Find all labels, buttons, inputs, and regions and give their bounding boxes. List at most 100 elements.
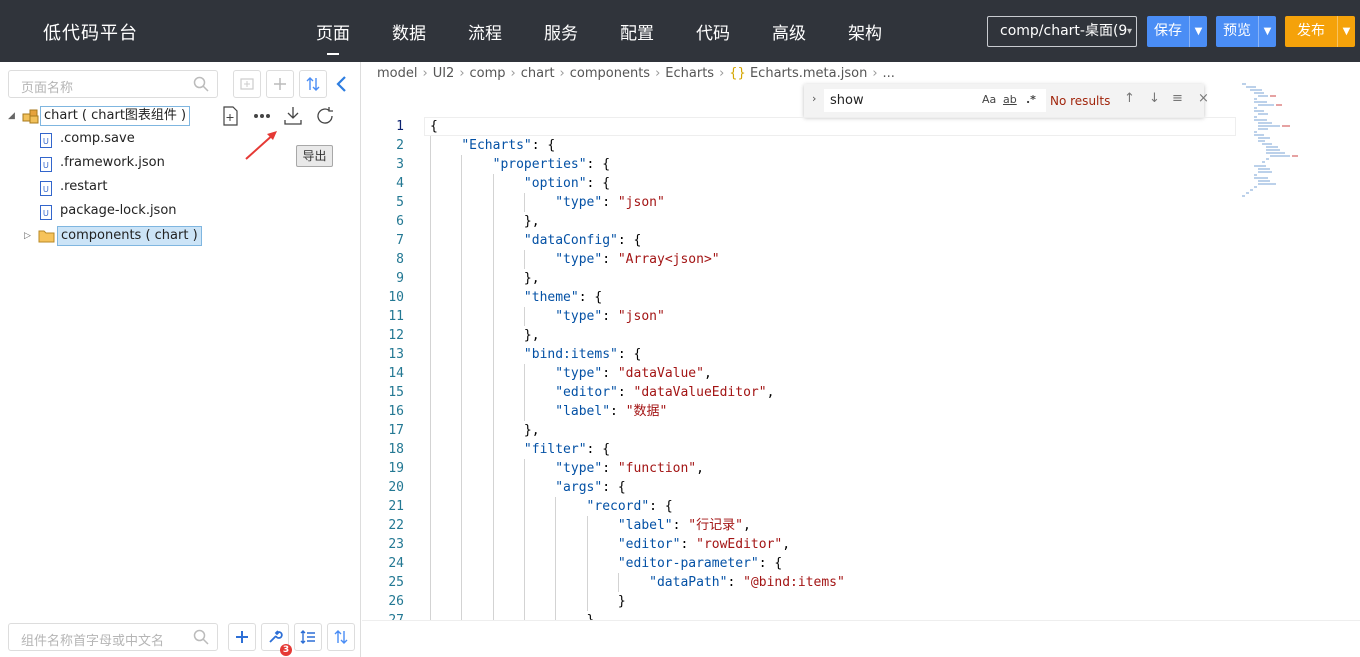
breadcrumb-item[interactable]: UI2 [432, 66, 455, 81]
line-number: 5 [396, 195, 404, 210]
tools-button[interactable]: 3 [261, 623, 292, 656]
find-in-selection-icon[interactable]: ≡ [1172, 91, 1183, 106]
line-number: 7 [396, 233, 404, 248]
indent-guide [617, 573, 619, 592]
add-component-button[interactable] [228, 623, 256, 651]
code-text: "Echarts": { [461, 138, 556, 153]
nav-tab-architecture[interactable]: 架构 [848, 24, 882, 44]
component-search-input[interactable]: 组件名称首字母或中文名 [8, 623, 218, 651]
chevron-right-icon: › [719, 66, 725, 81]
tools-badge: 3 [280, 644, 292, 656]
save-button-group: 保存 ▼ [1147, 16, 1207, 47]
add-button[interactable] [266, 70, 294, 98]
breadcrumb-item[interactable]: ... [882, 66, 895, 81]
component-search-placeholder: 组件名称首字母或中文名 [21, 634, 165, 649]
nav-tab-data[interactable]: 数据 [392, 24, 426, 44]
indent-guide [523, 364, 525, 421]
chevron-down-icon: ▾ [1126, 26, 1132, 37]
tree-item-comp-save[interactable]: U .comp.save [38, 130, 238, 152]
tree-expand-icon[interactable]: ◢ [8, 111, 15, 121]
match-case-toggle[interactable]: Aa [982, 93, 997, 106]
tree-item-label: components ( chart ) [57, 226, 202, 246]
close-icon[interactable]: × [1198, 91, 1209, 106]
toggle-replace-icon[interactable]: › [812, 92, 817, 105]
code-text: "dataConfig": { [523, 233, 642, 248]
save-dropdown-icon[interactable]: ▼ [1189, 16, 1207, 47]
nav-tab-config[interactable]: 配置 [620, 24, 654, 44]
sort-icon [334, 630, 348, 644]
download-icon[interactable] [282, 105, 304, 127]
regex-toggle[interactable]: .* [1026, 93, 1036, 106]
save-button[interactable]: 保存 [1154, 23, 1182, 39]
new-file-icon[interactable] [219, 105, 241, 127]
line-number: 18 [388, 442, 404, 457]
line-number: 12 [388, 328, 404, 343]
path-select[interactable]: comp/chart-桌面(9 ▾ [987, 16, 1137, 47]
tree-item-framework-json[interactable]: U .framework.json [38, 154, 238, 176]
component-package-icon [22, 109, 39, 124]
line-number: 13 [388, 347, 404, 362]
code-text: "type": "function", [555, 461, 704, 476]
code-text: "args": { [555, 480, 626, 495]
chevron-right-icon: › [559, 66, 565, 81]
breadcrumb-item[interactable]: chart [520, 66, 555, 81]
chevron-right-icon: › [510, 66, 516, 81]
code-text: "theme": { [523, 290, 603, 305]
brand-title: 低代码平台 [43, 23, 138, 44]
line-number: 20 [388, 480, 404, 495]
publish-button[interactable]: 发布 [1297, 23, 1325, 39]
code-text: }, [430, 271, 540, 286]
nav-tab-flow[interactable]: 流程 [468, 24, 502, 44]
indent-guide [523, 307, 525, 326]
nav-tab-service[interactable]: 服务 [544, 24, 578, 44]
sort-components-button[interactable] [327, 623, 355, 651]
breadcrumb-item[interactable]: Echarts [665, 66, 715, 81]
code-text: "dataPath": "@bind:items" [649, 575, 845, 590]
new-folder-button[interactable] [233, 70, 261, 98]
tree-collapsed-icon[interactable]: ▷ [24, 231, 31, 241]
line-number: 14 [388, 366, 404, 381]
next-match-icon[interactable]: ↓ [1149, 91, 1160, 106]
breadcrumb-item[interactable]: components [569, 66, 651, 81]
nav-tab-code[interactable]: 代码 [696, 24, 730, 44]
previous-match-icon[interactable]: ↑ [1124, 91, 1135, 106]
code-text: "label": "数据" [555, 404, 668, 419]
chevron-right-icon: › [422, 66, 428, 81]
collapse-panel-button[interactable] [334, 73, 350, 95]
list-order-button[interactable] [294, 623, 322, 651]
tree-item-restart[interactable]: U .restart [38, 178, 238, 200]
code-text: "option": { [523, 176, 611, 191]
new-folder-icon [240, 78, 254, 90]
code-text: "type": "json" [555, 195, 665, 210]
code-content[interactable]: 1{2 "Echarts": {3 "properties": {4 "opti… [362, 117, 1237, 620]
breadcrumb-item[interactable]: model [377, 66, 418, 81]
publish-dropdown-icon[interactable]: ▼ [1337, 16, 1355, 47]
preview-dropdown-icon[interactable]: ▼ [1258, 16, 1276, 47]
indent-guide [461, 155, 463, 620]
svg-text:U: U [43, 209, 49, 218]
line-number: 19 [388, 461, 404, 476]
tree-item-components[interactable]: ▷ components ( chart ) [22, 226, 222, 248]
nav-tab-advanced[interactable]: 高级 [772, 24, 806, 44]
more-icon[interactable] [251, 105, 273, 127]
sort-button[interactable] [299, 70, 327, 98]
file-icon: U [40, 205, 52, 220]
breadcrumb-item[interactable]: comp [469, 66, 506, 81]
line-number: 21 [388, 499, 404, 514]
tree-item-package-lock[interactable]: U package-lock.json [38, 202, 238, 224]
line-number: 8 [396, 252, 404, 267]
refresh-icon[interactable] [314, 105, 336, 127]
preview-button[interactable]: 预览 [1223, 23, 1251, 39]
nav-tab-pages[interactable]: 页面 [316, 19, 350, 55]
tree-root[interactable]: ◢ chart ( chart图表组件 ) [6, 106, 356, 128]
minimap[interactable] [1240, 82, 1300, 212]
chevron-right-icon: › [459, 66, 465, 81]
find-input[interactable]: show [824, 89, 1046, 112]
breadcrumb-item[interactable]: Echarts.meta.json [749, 66, 868, 81]
tree-item-label: .restart [60, 179, 108, 194]
page-search-input[interactable]: 页面名称 [8, 70, 218, 98]
find-widget: › show Aa ab .* No results ↑ ↓ ≡ × [804, 84, 1209, 117]
line-number: 2 [396, 138, 404, 153]
whole-word-toggle[interactable]: ab [1003, 93, 1017, 106]
tree-item-label: .comp.save [60, 131, 135, 146]
